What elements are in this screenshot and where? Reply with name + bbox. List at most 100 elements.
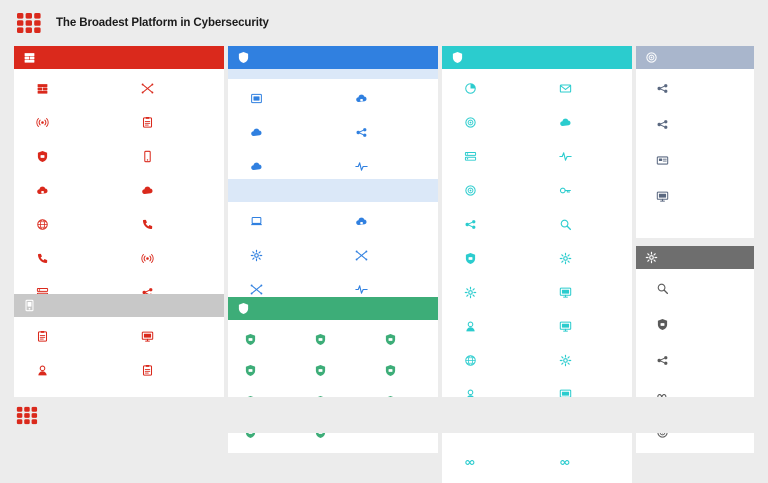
desktop-users-icon[interactable] bbox=[559, 286, 572, 299]
hub-node-icon[interactable] bbox=[355, 126, 368, 139]
list-item[interactable] bbox=[119, 145, 224, 167]
shield-wifi-icon[interactable] bbox=[244, 333, 257, 346]
shield-ips-icon[interactable] bbox=[314, 333, 327, 346]
email-envelope-icon[interactable] bbox=[559, 82, 572, 95]
traffic-filter-icon[interactable] bbox=[355, 249, 368, 262]
list-item[interactable] bbox=[636, 113, 754, 135]
list-item[interactable] bbox=[14, 247, 119, 269]
list-item[interactable] bbox=[442, 77, 537, 99]
list-item[interactable] bbox=[636, 185, 754, 207]
list-item[interactable] bbox=[537, 179, 632, 201]
user-manager-icon[interactable] bbox=[36, 364, 49, 377]
key-access-icon[interactable] bbox=[559, 184, 572, 197]
list-item[interactable] bbox=[537, 281, 632, 303]
pie-chart-icon[interactable] bbox=[464, 82, 477, 95]
list-item[interactable] bbox=[537, 77, 632, 99]
api-plug-icon[interactable] bbox=[656, 82, 669, 95]
report-list-icon[interactable] bbox=[36, 330, 49, 343]
server-rack-icon[interactable] bbox=[464, 150, 477, 163]
open-ecosystem-panel-header[interactable] bbox=[636, 46, 754, 69]
laptop-user-icon[interactable] bbox=[250, 215, 263, 228]
list-item[interactable] bbox=[298, 359, 368, 381]
list-item[interactable] bbox=[228, 328, 298, 350]
chain-link-icon[interactable] bbox=[656, 354, 669, 367]
cloud-upload-icon[interactable] bbox=[559, 116, 572, 129]
threat-burst-icon[interactable] bbox=[464, 116, 477, 129]
gear-settings-icon[interactable] bbox=[559, 252, 572, 265]
list-item[interactable] bbox=[368, 328, 438, 350]
list-item[interactable] bbox=[228, 359, 298, 381]
connector-molecule-icon[interactable] bbox=[656, 118, 669, 131]
list-item[interactable] bbox=[228, 155, 333, 177]
list-item[interactable] bbox=[228, 87, 333, 109]
monitor-edit-icon[interactable] bbox=[141, 330, 154, 343]
list-item[interactable] bbox=[14, 179, 119, 201]
list-item[interactable] bbox=[442, 179, 537, 201]
gear-cog-icon[interactable] bbox=[250, 249, 263, 262]
cycle-refresh-icon[interactable] bbox=[464, 456, 477, 469]
cloud-access-panel-header[interactable] bbox=[228, 179, 438, 202]
search-magnifier-icon[interactable] bbox=[559, 218, 572, 231]
list-item[interactable] bbox=[333, 244, 438, 266]
list-item[interactable] bbox=[14, 325, 119, 347]
list-item[interactable] bbox=[636, 277, 754, 299]
list-item[interactable] bbox=[333, 278, 438, 300]
list-item[interactable] bbox=[442, 451, 537, 473]
list-item[interactable] bbox=[537, 349, 632, 371]
list-item[interactable] bbox=[333, 87, 438, 109]
list-item[interactable] bbox=[333, 155, 438, 177]
globe-monitor-icon[interactable] bbox=[464, 354, 477, 367]
list-item[interactable] bbox=[442, 111, 537, 133]
list-item[interactable] bbox=[228, 210, 333, 232]
globe-cloud-icon[interactable] bbox=[250, 160, 263, 173]
data-stream-icon[interactable] bbox=[559, 150, 572, 163]
virtual-machine-icon[interactable] bbox=[250, 92, 263, 105]
cloud-network-icon[interactable] bbox=[141, 184, 154, 197]
integration-monitor-icon[interactable] bbox=[656, 190, 669, 203]
list-item[interactable] bbox=[14, 213, 119, 235]
list-item[interactable] bbox=[119, 325, 224, 347]
shield-vpn-icon[interactable] bbox=[384, 364, 397, 377]
waveform-analytics-icon[interactable] bbox=[355, 283, 368, 296]
list-item[interactable] bbox=[537, 451, 632, 473]
endpoint-security-panel-header[interactable] bbox=[228, 297, 438, 320]
cloud-gear-icon[interactable] bbox=[250, 126, 263, 139]
list-item[interactable] bbox=[636, 349, 754, 371]
policy-clipboard-icon[interactable] bbox=[141, 116, 154, 129]
list-item[interactable] bbox=[368, 359, 438, 381]
loop-infinity-icon[interactable] bbox=[559, 456, 572, 469]
list-item[interactable] bbox=[636, 149, 754, 171]
list-item[interactable] bbox=[119, 213, 224, 235]
cog-wheel-icon[interactable] bbox=[559, 354, 572, 367]
plug-connector-icon[interactable] bbox=[464, 218, 477, 231]
list-item[interactable] bbox=[537, 111, 632, 133]
list-item[interactable] bbox=[442, 349, 537, 371]
globe-lock-icon[interactable] bbox=[36, 218, 49, 231]
list-item[interactable] bbox=[442, 213, 537, 235]
list-item[interactable] bbox=[14, 77, 119, 99]
device-card-icon[interactable] bbox=[656, 154, 669, 167]
list-item[interactable] bbox=[119, 179, 224, 201]
target-radar-icon[interactable] bbox=[464, 184, 477, 197]
list-item[interactable] bbox=[537, 247, 632, 269]
management-analytics-panel-header[interactable] bbox=[14, 294, 224, 317]
list-item[interactable] bbox=[442, 281, 537, 303]
card-display-icon[interactable] bbox=[559, 320, 572, 333]
list-item[interactable] bbox=[537, 213, 632, 235]
list-item[interactable] bbox=[442, 145, 537, 167]
activity-pulse-icon[interactable] bbox=[355, 160, 368, 173]
secure-cloud-icon[interactable] bbox=[36, 184, 49, 197]
voip-phone-icon[interactable] bbox=[141, 218, 154, 231]
list-item[interactable] bbox=[333, 210, 438, 232]
shield-web-icon[interactable] bbox=[244, 364, 257, 377]
network-crossover-icon[interactable] bbox=[141, 82, 154, 95]
mobile-signal-icon[interactable] bbox=[141, 150, 154, 163]
shield-antispam-icon[interactable] bbox=[314, 364, 327, 377]
list-item[interactable] bbox=[442, 315, 537, 337]
list-item[interactable] bbox=[636, 77, 754, 99]
globe-shield-icon[interactable] bbox=[36, 150, 49, 163]
shield-badge-icon[interactable] bbox=[656, 318, 669, 331]
list-item[interactable] bbox=[442, 247, 537, 269]
cloud-shield-alt-icon[interactable] bbox=[464, 252, 477, 265]
list-item[interactable] bbox=[333, 121, 438, 143]
